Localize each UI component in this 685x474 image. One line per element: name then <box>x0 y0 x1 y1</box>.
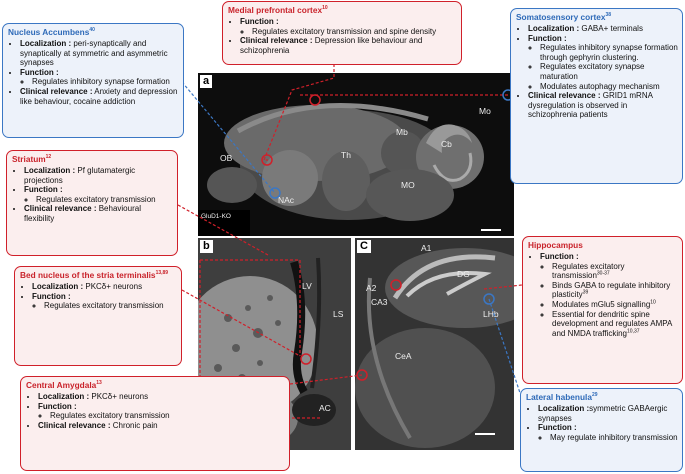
nac-title: Nucleus Accumbens <box>8 27 90 37</box>
box-central-amygdala: Central Amygdala13 Localization : PKCδ+ … <box>20 376 290 471</box>
cea-clin-label: Clinical relevance : <box>38 420 111 430</box>
mpfc-func-item: Regulates excitatory transmission and sp… <box>252 27 457 37</box>
box-striatum: Striatum12 Localization : Pf glutamaterg… <box>6 150 178 256</box>
hip-func-item-2: Binds GABA to regulate inhibitory plasti… <box>552 280 671 300</box>
hip-func-ref-3: 10 <box>650 299 656 306</box>
hip-func-label: Function : <box>540 252 579 261</box>
nac-func-item: Regulates inhibitory synapse formation <box>32 77 179 87</box>
hip-title: Hippocampus <box>528 240 583 250</box>
nac-func-label: Function : <box>20 67 59 77</box>
bnst-loc: PKCδ+ neurons <box>85 282 143 291</box>
cea-loc-label: Localization : <box>38 392 90 401</box>
region-mo-top: Mo <box>479 106 491 116</box>
str-func-item: Regulates excitatory transmission <box>36 195 173 205</box>
box-lateral-habenula: Lateral habenula29 Localization :symmetr… <box>520 388 683 472</box>
str-loc: Pf glutamatergic projections <box>24 166 136 185</box>
region-lv: LV <box>302 281 312 291</box>
region-th: Th <box>341 150 351 160</box>
bnst-title: Bed nucleus of the stria terminalis <box>20 270 156 280</box>
region-mo: MO <box>401 180 415 190</box>
ss-clin: GRID1 mRNA dysregulation is observed in … <box>528 91 653 120</box>
bnst-ref: 13,89 <box>155 270 169 277</box>
nac-clin: Anxiety and depression like behaviour, c… <box>20 86 178 106</box>
cea-loc: PKCδ+ neurons <box>91 392 149 401</box>
box-somatosensory-cortex: Somatosensory cortex38 Localization : GA… <box>510 8 683 184</box>
region-ob: OB <box>220 153 233 163</box>
nac-ref: 40 <box>89 27 95 34</box>
ss-func-item-2: Regulates excitatory synapse maturation <box>540 62 678 81</box>
region-ls: LS <box>333 309 344 319</box>
nac-loc: peri-synaptically and synaptically at sy… <box>20 39 168 68</box>
lhb-title: Lateral habenula <box>526 392 592 402</box>
mpfc-func-label: Function : <box>240 17 279 26</box>
region-dg: DG <box>457 269 470 279</box>
ss-title: Somatosensory cortex <box>516 12 606 22</box>
mpfc-clin: Depression like behaviour and schizophre… <box>240 36 423 55</box>
ss-func-label: Function : <box>528 33 567 43</box>
box-medial-prefrontal-cortex: Medial prefrontal cortex10 Function : Re… <box>222 1 462 65</box>
region-lhb: LHb <box>483 309 499 319</box>
str-func-label: Function : <box>24 185 63 195</box>
region-a1: A1 <box>421 243 432 253</box>
hip-func-item-1: Regulates excitatory transmission <box>552 261 625 281</box>
hip-func-ref-1: 30-37 <box>596 270 610 277</box>
str-ref: 12 <box>45 154 52 161</box>
nac-loc-label: Localization : <box>20 39 72 48</box>
region-ca3: CA3 <box>371 297 388 307</box>
cea-func-label: Function : <box>38 401 77 411</box>
cea-func-item: Regulates excitatory transmission <box>50 411 188 421</box>
box-hippocampus: Hippocampus Function : Regulates excitat… <box>522 236 683 384</box>
lhb-loc: symmetric GABAergic synapses <box>538 404 668 423</box>
str-title: Striatum <box>12 154 46 164</box>
ss-func-item-1: Regulates inhibitory synapse formation t… <box>540 43 678 62</box>
inset-label-gluD1-ko: GluD1-KO <box>201 213 231 220</box>
cea-title: Central Amygdala <box>26 380 97 390</box>
panel-c-tissue <box>355 238 514 450</box>
region-a2: A2 <box>366 283 377 293</box>
str-loc-label: Localization : <box>24 166 76 175</box>
panel-b-label: b <box>200 240 213 253</box>
ss-func-item-3: Modulates autophagy mechanism <box>540 82 678 92</box>
mpfc-title: Medial prefrontal cortex <box>228 5 323 15</box>
nac-clin-label: Clinical relevance : <box>20 86 93 96</box>
bnst-loc-label: Localization : <box>32 282 84 291</box>
hip-func-ref-2: 39 <box>582 289 589 296</box>
box-bed-nucleus: Bed nucleus of the stria terminalis13,89… <box>14 266 182 366</box>
mpfc-ref: 10 <box>322 5 328 12</box>
ss-loc-label: Localization : <box>528 24 580 33</box>
hip-func-item-4: Essential for dendritic spine developmen… <box>552 309 672 338</box>
mpfc-clin-label: Clinical relevance : <box>240 36 313 46</box>
str-clin: Behavioural flexibility <box>24 204 141 223</box>
cea-clin: Chronic pain <box>112 420 158 430</box>
region-nac: NAc <box>278 195 295 205</box>
bnst-func-label: Function : <box>32 291 71 301</box>
hip-func-item-3: Modulates mGlu5 signalling <box>552 299 651 309</box>
region-ac: AC <box>319 403 331 413</box>
region-cea: CeA <box>395 351 412 361</box>
panel-a-sagittal-brain: a OB NAc Th Mb Mo Cb MO GluD1-KO <box>198 73 514 236</box>
scale-bar-a <box>481 229 501 231</box>
lhb-func-item: May regulate inhibitory transmission <box>550 433 678 443</box>
hip-func-ref-4: 10,37 <box>627 328 640 335</box>
ss-clin-label: Clinical relevance : <box>528 91 601 101</box>
box-nucleus-accumbens: Nucleus Accumbens40 Localization : peri-… <box>2 23 184 138</box>
panel-c-hippocampus: C A1 A2 CA3 DG LHb CeA <box>355 238 514 450</box>
ss-ref: 38 <box>605 12 612 19</box>
lhb-func-label: Function : <box>538 423 577 433</box>
region-cb: Cb <box>441 139 452 149</box>
ss-loc: GABA+ terminals <box>581 24 643 33</box>
region-mb: Mb <box>396 127 408 137</box>
bnst-func-item: Regulates excitatory transmission <box>44 301 177 311</box>
cea-ref: 13 <box>96 380 102 387</box>
lhb-loc-label: Localization : <box>538 404 590 413</box>
str-clin-label: Clinical relevance : <box>24 204 97 214</box>
lhb-ref: 29 <box>591 392 598 399</box>
panel-c-label: C <box>357 240 371 253</box>
panel-a-label: a <box>200 75 213 88</box>
panel-a-tissue <box>198 103 484 236</box>
